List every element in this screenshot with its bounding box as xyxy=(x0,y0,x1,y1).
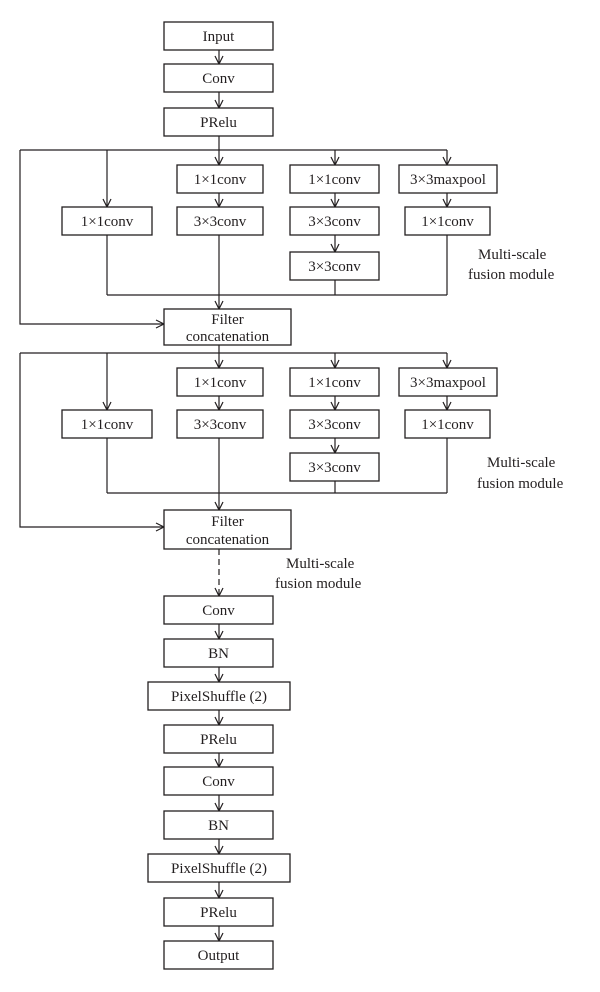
conv-label: Conv xyxy=(202,71,235,87)
svg-text:PixelShuffle (2): PixelShuffle (2) xyxy=(171,861,267,877)
filter-concat-2: Filter concatenation xyxy=(163,509,292,550)
branch3-conv3x3-b: 3×3conv xyxy=(289,452,380,482)
svg-text:1×1conv: 1×1conv xyxy=(308,172,361,188)
pixelshuffle-block-1: PixelShuffle (2) xyxy=(147,681,291,711)
module2-label-line2: fusion module xyxy=(477,476,564,492)
branch2-conv3x3: 3×3conv xyxy=(176,206,264,236)
svg-text:BN: BN xyxy=(208,646,229,662)
branch2-conv1x1: 1×1conv xyxy=(176,164,264,194)
svg-text:3×3conv: 3×3conv xyxy=(308,417,361,433)
prelu-block: PRelu xyxy=(163,107,274,137)
branch4-maxpool3x3: 3×3maxpool xyxy=(398,367,498,397)
branch3-conv3x3-b: 3×3conv xyxy=(289,251,380,281)
input-block: Input xyxy=(163,21,274,51)
module3-label-line1: Multi-scale xyxy=(286,556,355,572)
svg-text:1×1conv: 1×1conv xyxy=(421,417,474,433)
svg-text:concatenation: concatenation xyxy=(186,329,270,345)
prelu-block-2: PRelu xyxy=(163,724,274,754)
bn-block-1: BN xyxy=(163,638,274,668)
prelu-block-3: PRelu xyxy=(163,897,274,927)
svg-text:1×1conv: 1×1conv xyxy=(308,375,361,391)
svg-text:3×3conv: 3×3conv xyxy=(308,214,361,230)
branch2-conv3x3: 3×3conv xyxy=(176,409,264,439)
svg-text:Conv: Conv xyxy=(202,603,235,619)
svg-text:1×1conv: 1×1conv xyxy=(194,172,247,188)
branch4-conv1x1: 1×1conv xyxy=(404,409,491,439)
conv-block-2: Conv xyxy=(163,595,274,625)
svg-text:concatenation: concatenation xyxy=(186,532,270,548)
svg-text:3×3conv: 3×3conv xyxy=(194,214,247,230)
svg-text:3×3conv: 3×3conv xyxy=(308,460,361,476)
svg-text:1×1conv: 1×1conv xyxy=(421,214,474,230)
branch1-conv1x1: 1×1conv xyxy=(61,206,153,236)
module2-label-line1: Multi-scale xyxy=(487,455,556,471)
svg-text:3×3conv: 3×3conv xyxy=(194,417,247,433)
svg-text:PRelu: PRelu xyxy=(200,732,237,748)
conv-block: Conv xyxy=(163,63,274,93)
svg-text:1×1conv: 1×1conv xyxy=(81,417,134,433)
svg-text:3×3maxpool: 3×3maxpool xyxy=(410,172,486,188)
branch3-conv1x1: 1×1conv xyxy=(289,164,380,194)
input-label: Input xyxy=(203,29,235,45)
svg-text:PixelShuffle (2): PixelShuffle (2) xyxy=(171,689,267,705)
svg-text:3×3maxpool: 3×3maxpool xyxy=(410,375,486,391)
branch3-conv3x3-a: 3×3conv xyxy=(289,206,380,236)
svg-text:Filter: Filter xyxy=(211,514,244,530)
branch1-conv1x1: 1×1conv xyxy=(61,409,153,439)
prelu-label: PRelu xyxy=(200,115,237,131)
branch2-conv1x1: 1×1conv xyxy=(176,367,264,397)
output-block: Output xyxy=(163,940,274,970)
svg-text:Conv: Conv xyxy=(202,774,235,790)
fusion-module-2: 1×1conv 1×1conv 3×3conv 1×1conv 3×3conv xyxy=(19,345,564,527)
svg-text:3×3conv: 3×3conv xyxy=(308,259,361,275)
branch3-conv3x3-a: 3×3conv xyxy=(289,409,380,439)
branch4-conv1x1: 1×1conv xyxy=(404,206,491,236)
module1-label-line2: fusion module xyxy=(468,267,555,283)
svg-text:PRelu: PRelu xyxy=(200,905,237,921)
conv-block-3: Conv xyxy=(163,766,274,796)
pixelshuffle-block-2: PixelShuffle (2) xyxy=(147,853,291,883)
fusion-module-1: 1×1conv 1×1conv 3×3conv 1×1conv 3×3conv xyxy=(19,136,555,324)
module3-label-line2: fusion module xyxy=(275,576,362,592)
skip-connection xyxy=(19,353,164,527)
filter-concat-1: Filter concatenation xyxy=(163,308,292,346)
svg-text:1×1conv: 1×1conv xyxy=(194,375,247,391)
skip-connection xyxy=(19,150,164,324)
module1-label-line1: Multi-scale xyxy=(478,247,547,263)
bn-block-2: BN xyxy=(163,810,274,840)
svg-text:BN: BN xyxy=(208,818,229,834)
svg-text:1×1conv: 1×1conv xyxy=(81,214,134,230)
branch3-conv1x1: 1×1conv xyxy=(289,367,380,397)
svg-text:Filter: Filter xyxy=(211,312,244,328)
output-label: Output xyxy=(198,948,241,964)
branch4-maxpool3x3: 3×3maxpool xyxy=(398,164,498,194)
